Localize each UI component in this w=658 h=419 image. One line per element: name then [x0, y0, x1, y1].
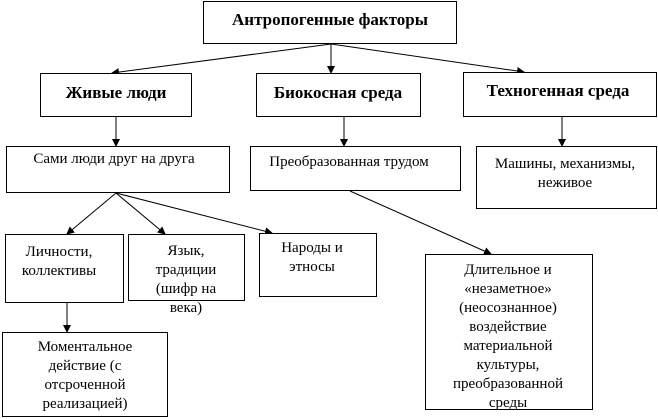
technogenic-environment-box: [463, 72, 657, 117]
momentary-action-line-3: отсроченной: [44, 377, 126, 393]
arrow-people-to-personalities: [66, 192, 117, 235]
momentary-action-line-2: действие (с: [48, 358, 122, 374]
long-term-impact-line-8: среды: [488, 395, 528, 411]
arrow-people-to-language: [115, 192, 166, 235]
language-traditions-box: [128, 234, 245, 301]
peoples-ethnoses-box: [259, 233, 377, 297]
technogenic-environment-label: Техногенная среда: [486, 81, 630, 100]
long-term-impact-line-5: материальной: [463, 338, 553, 354]
arrow-transformed-to-long-term: [349, 190, 492, 255]
language-line-4: века): [169, 300, 203, 316]
personalities-line-1: Личности,: [25, 244, 93, 260]
arrow-root-to-living-people: [111, 43, 332, 77]
root-node-box: [203, 1, 457, 44]
language-line-1: Язык,: [167, 243, 205, 259]
long-term-impact-line-6: культуры,: [476, 357, 540, 373]
long-term-impact-line-3: (неосознанное): [459, 300, 557, 316]
long-term-impact-line-1: Длительное и: [464, 262, 552, 278]
long-term-impact-line-7: преобразованной: [453, 376, 563, 392]
root-node-label: Антропогенные факторы: [232, 10, 428, 29]
personalities-box: [5, 234, 124, 303]
language-line-3: (шифр на: [155, 281, 217, 297]
bioinert-environment-box: [256, 73, 421, 117]
peoples-line-1: Народы и: [281, 240, 343, 256]
personalities-line-2: коллективы: [21, 263, 97, 279]
living-people-box: [40, 73, 192, 117]
language-line-2: традиции: [155, 262, 217, 278]
bioinert-environment-label: Биокосная среда: [273, 83, 403, 102]
arrow-root-to-technogenic: [330, 43, 525, 75]
long-term-impact-line-2: «незаметное»: [464, 281, 552, 297]
arrow-people-to-peoples: [115, 192, 273, 236]
machines-box: [476, 146, 657, 209]
momentary-action-line-4: реализацией): [42, 396, 128, 412]
people-each-other-label: Сами люди друг на друга: [33, 151, 195, 167]
transformed-by-labor-label: Преобразованная трудом: [269, 154, 429, 170]
peoples-line-2: этносы: [289, 259, 335, 275]
machines-line-1: Машины, механизмы,: [494, 156, 636, 172]
people-each-other-box: [6, 146, 230, 193]
living-people-label: Живые люди: [65, 83, 167, 102]
long-term-impact-box: [425, 254, 593, 410]
transformed-by-labor-box: [250, 146, 461, 191]
momentary-action-line-1: Моментальное: [37, 339, 133, 355]
momentary-action-box: [2, 332, 168, 417]
long-term-impact-line-4: воздействие: [469, 319, 547, 335]
machines-line-2: неживое: [537, 175, 593, 191]
